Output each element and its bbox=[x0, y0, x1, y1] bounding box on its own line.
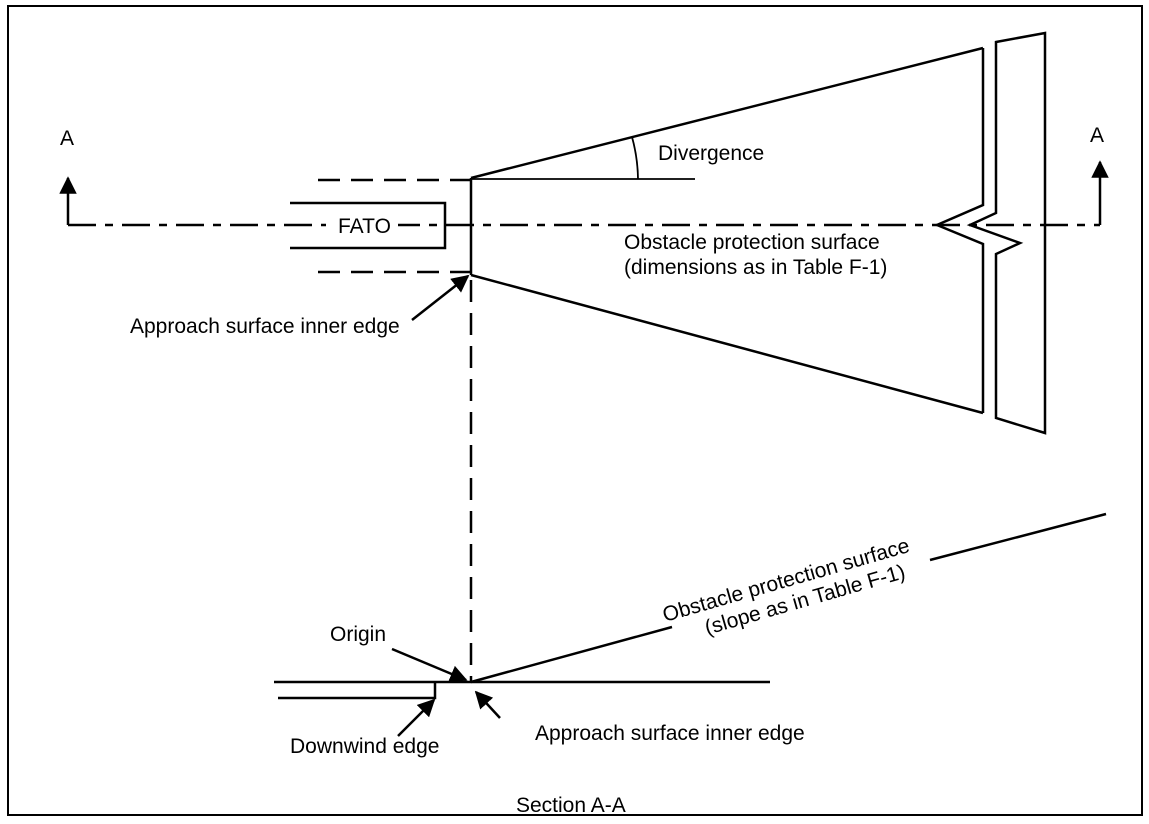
ops-break-right bbox=[966, 31, 1047, 435]
downwind-edge-arrow bbox=[397, 698, 436, 737]
diagram-frame bbox=[7, 5, 1143, 816]
origin-label: Origin bbox=[330, 623, 386, 646]
ops-label-line2: (dimensions as in Table F-1) bbox=[624, 256, 887, 279]
origin-arrow bbox=[391, 647, 468, 682]
slope-label-group: Obstacle protection surface (slope as in… bbox=[660, 534, 912, 639]
ops-slope-line bbox=[470, 625, 673, 684]
section-caption: Section A-A bbox=[516, 794, 626, 817]
fato-label: FATO bbox=[338, 215, 391, 238]
plan-inner-edge-arrow bbox=[411, 274, 470, 321]
fato-label-backdrop bbox=[326, 212, 398, 240]
section-inner-edge-arrow bbox=[474, 690, 501, 719]
ops-upper-edge bbox=[470, 46, 984, 180]
divergence-label: Divergence bbox=[658, 142, 764, 165]
section-inner-edge-label: Approach surface inner edge bbox=[535, 722, 805, 745]
section-marker-left-letter: A bbox=[60, 127, 74, 150]
section-marker-right-letter: A bbox=[1090, 124, 1104, 147]
ops-label-backdrop bbox=[618, 230, 908, 278]
fato-step bbox=[278, 682, 437, 700]
ops-break-left bbox=[933, 48, 985, 413]
ops-slope-line-far bbox=[929, 512, 1107, 562]
ops-lower-edge bbox=[470, 273, 984, 415]
downwind-edge-label: Downwind edge bbox=[290, 735, 439, 758]
plan-inner-edge-label: Approach surface inner edge bbox=[130, 315, 400, 338]
ops-label-line1: Obstacle protection surface bbox=[624, 231, 880, 254]
divergence-arc bbox=[631, 136, 639, 180]
fato-outline bbox=[290, 201, 447, 250]
